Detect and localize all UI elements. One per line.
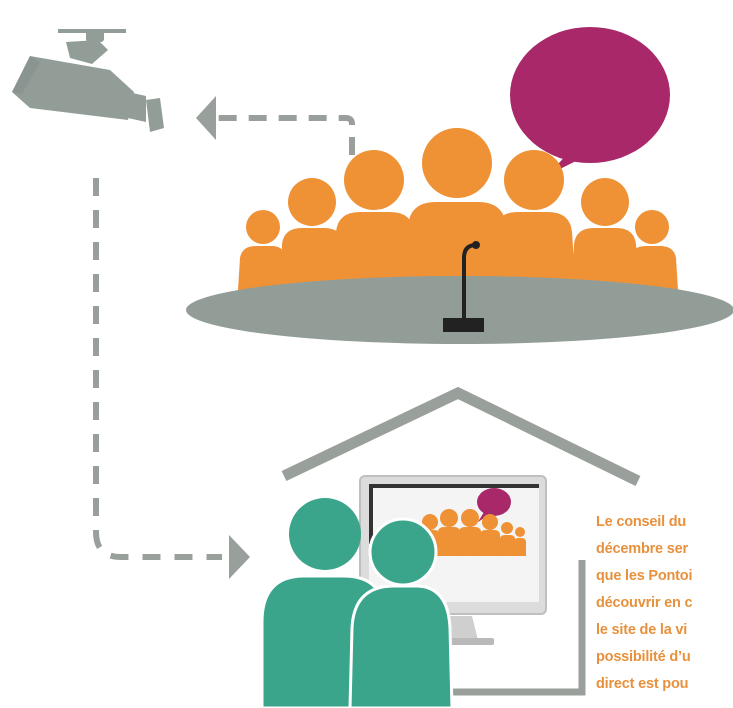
caption-line: direct est pou [596, 676, 689, 692]
caption-line: Le conseil du [596, 514, 687, 530]
council-table [186, 276, 733, 344]
arrow-head-right [229, 535, 250, 579]
arrow-to-camera [218, 115, 355, 155]
surveillance-camera-icon [12, 29, 164, 132]
council-members [238, 128, 678, 292]
caption-line: le site de la vi [596, 622, 688, 638]
caption-text: Le conseil du décembre ser que les Ponto… [596, 509, 733, 708]
house-roof-icon [281, 386, 641, 696]
caption-line: que les Pontoi [596, 568, 693, 584]
caption-line: possibilité d’u [596, 649, 691, 665]
viewers-icon [260, 498, 454, 708]
caption-line: décembre ser [596, 541, 688, 557]
arrow-to-home [93, 178, 222, 560]
microphone-icon [443, 241, 484, 332]
caption-line: découvrir en c [596, 595, 693, 611]
arrow-head-left [196, 96, 216, 140]
